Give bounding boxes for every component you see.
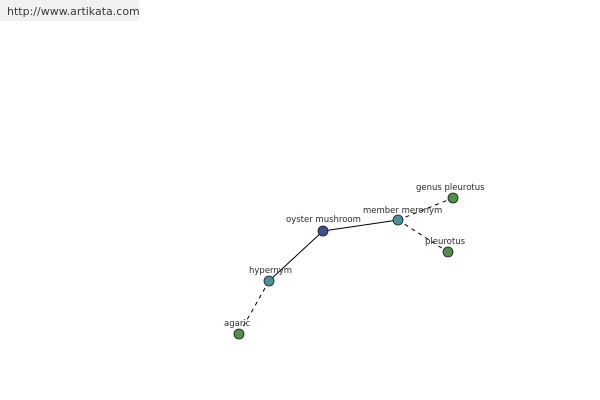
labels: oyster mushroom member meronym genus ple…: [224, 183, 485, 329]
label-pleurotus[interactable]: pleurotus: [425, 237, 466, 247]
edge-member-meronym-genus-pleurotus: [397, 197, 454, 221]
node-member-meronym[interactable]: [392, 214, 404, 226]
node-pleurotus[interactable]: [442, 246, 454, 258]
node-hypernym[interactable]: [263, 275, 275, 287]
label-oyster-mushroom[interactable]: oyster mushroom: [286, 215, 361, 225]
edge-hypernym-agaric: [238, 280, 270, 335]
node-agaric[interactable]: [233, 328, 245, 340]
nodes: [233, 192, 459, 340]
node-oyster-mushroom[interactable]: [317, 225, 329, 237]
edge-center-hypernym: [268, 230, 324, 282]
edge-member-meronym-pleurotus: [397, 219, 449, 253]
label-member-meronym[interactable]: member meronym: [363, 206, 442, 216]
label-genus-pleurotus[interactable]: genus pleurotus: [416, 183, 485, 193]
label-hypernym[interactable]: hypernym: [249, 266, 292, 276]
label-agaric[interactable]: agaric: [224, 319, 251, 329]
site-url[interactable]: http://www.artikata.com: [0, 0, 139, 21]
node-genus-pleurotus[interactable]: [447, 192, 459, 204]
edges: [238, 197, 454, 335]
edge-center-member-meronym: [322, 219, 399, 232]
